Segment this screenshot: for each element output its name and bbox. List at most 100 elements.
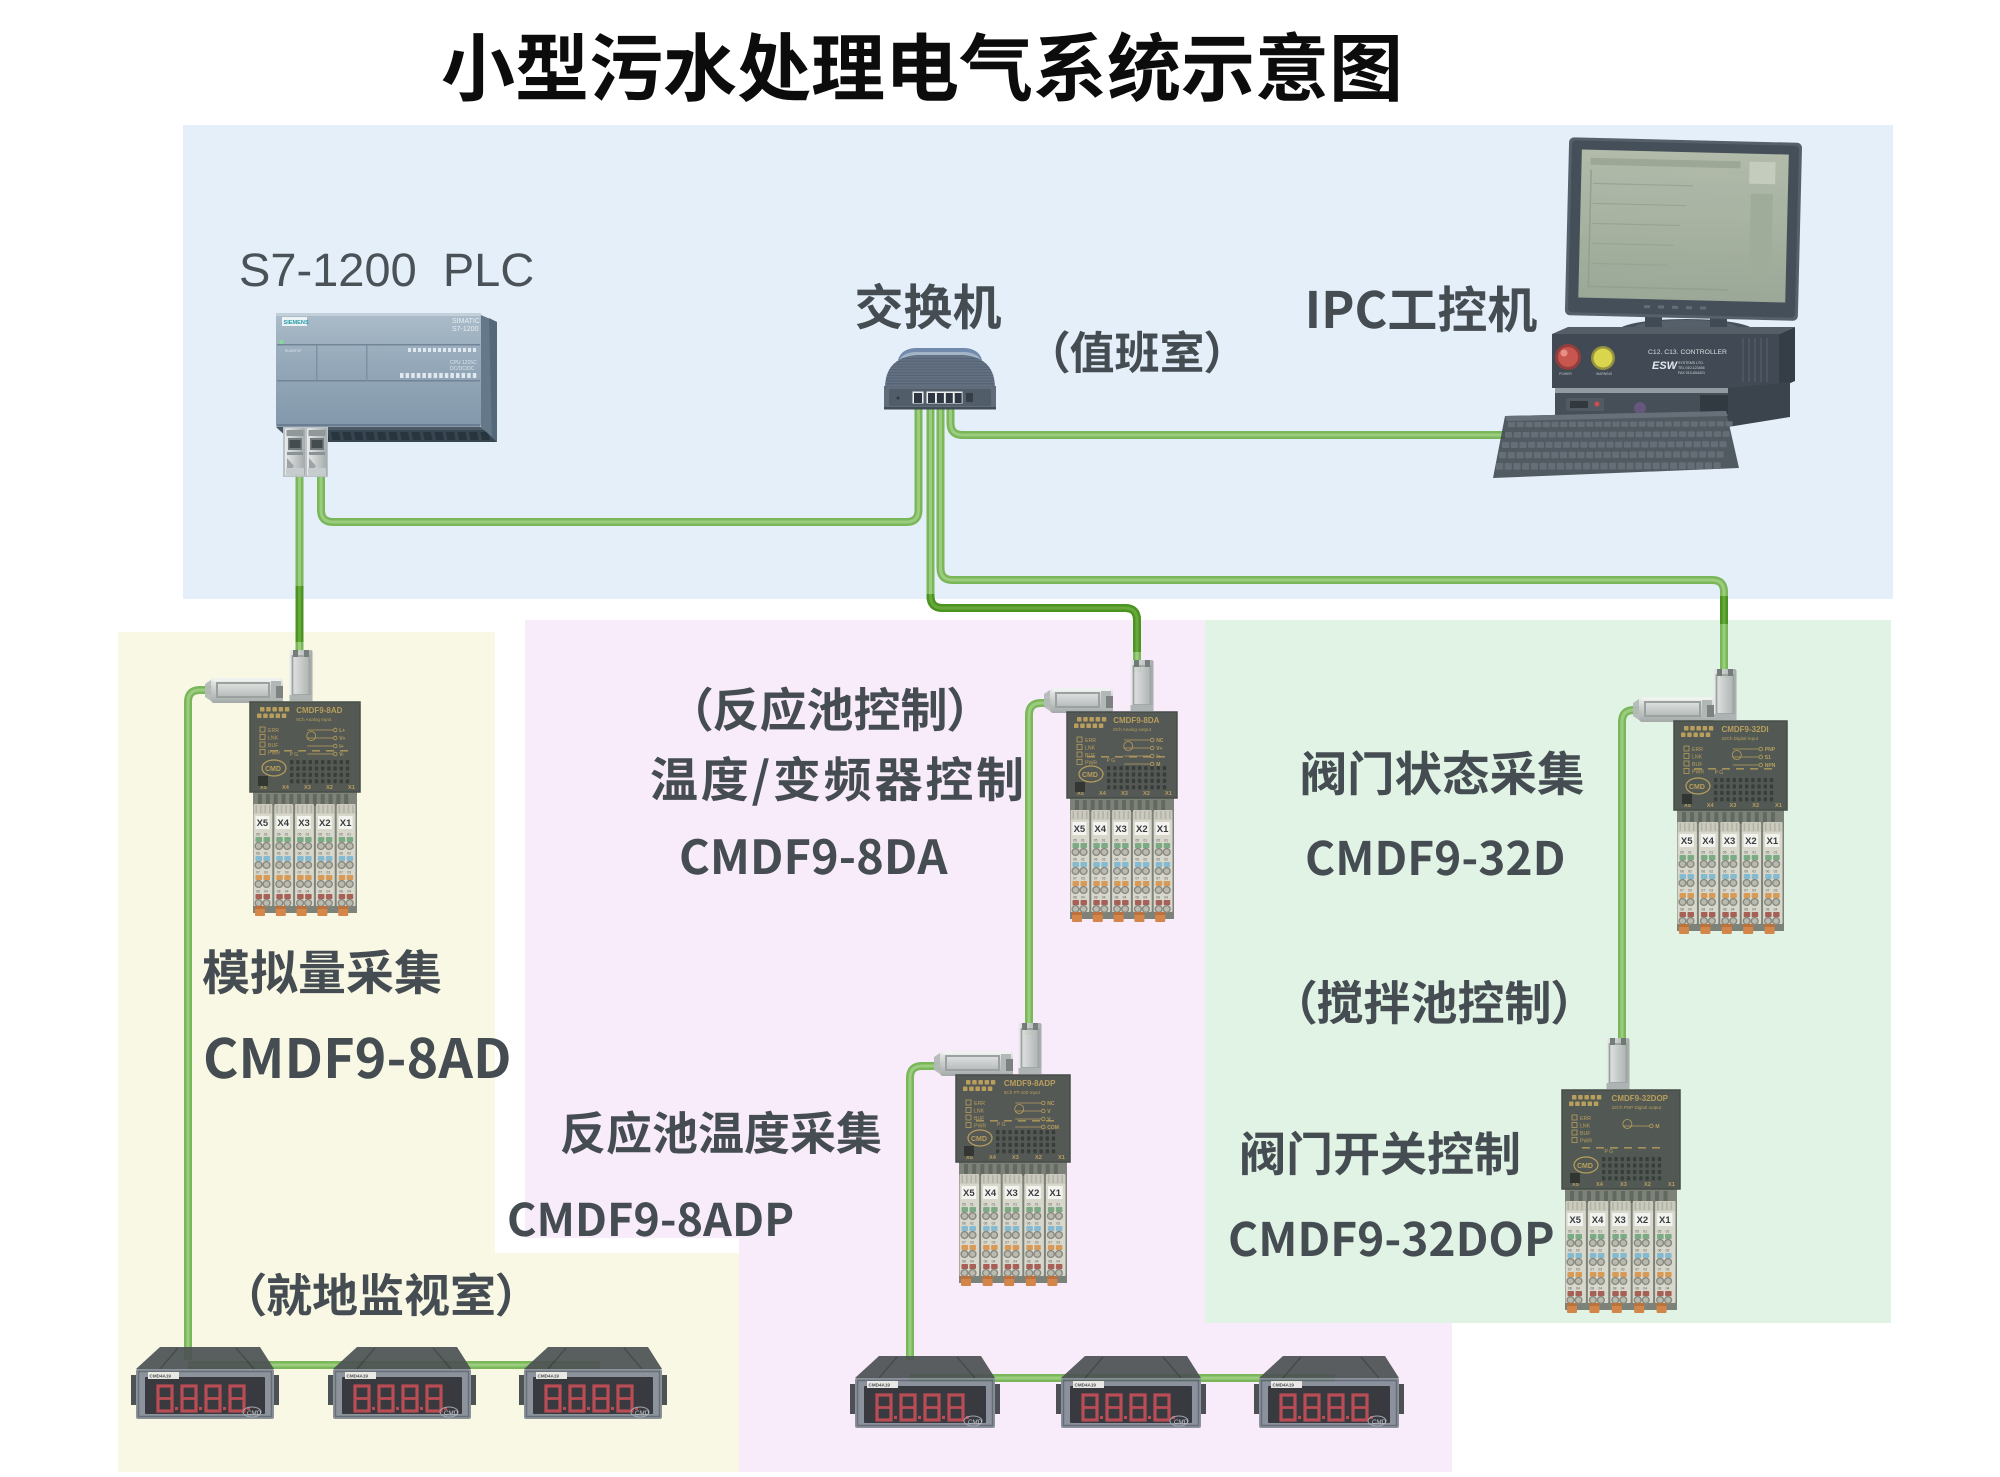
svg-text:ESW: ESW	[1652, 360, 1679, 372]
svg-text:08: 08	[1027, 1260, 1031, 1264]
svg-text:03: 03	[1164, 877, 1168, 881]
svg-text:04: 04	[1621, 1287, 1625, 1291]
svg-text:01: 01	[992, 1203, 996, 1207]
svg-text:07: 07	[1027, 1241, 1031, 1245]
svg-text:06: 06	[1680, 870, 1684, 874]
svg-text:07: 07	[1156, 877, 1160, 881]
svg-text:08: 08	[1135, 896, 1139, 900]
svg-text:04: 04	[1081, 896, 1085, 900]
svg-text:X5: X5	[966, 1155, 973, 1161]
svg-text:CMD: CMD	[1689, 784, 1705, 791]
svg-text:ERR: ERR	[1085, 738, 1096, 744]
svg-text:05: 05	[962, 1203, 966, 1207]
svg-text:CMD: CMD	[1082, 772, 1098, 779]
svg-text:05: 05	[1027, 1203, 1031, 1207]
svg-text:05: 05	[318, 833, 322, 837]
svg-text:I+: I+	[339, 744, 343, 750]
svg-text:CMD: CMD	[265, 766, 281, 773]
svg-text:02: 02	[326, 852, 330, 856]
svg-text:06: 06	[1635, 1249, 1639, 1253]
svg-text:05: 05	[1568, 1230, 1572, 1234]
svg-text:07: 07	[318, 871, 322, 875]
svg-text:PWR: PWR	[268, 751, 280, 757]
svg-text:LNK: LNK	[974, 1109, 985, 1115]
svg-text:02: 02	[1143, 858, 1147, 862]
svg-text:02: 02	[1774, 870, 1778, 874]
svg-text:03: 03	[1056, 1241, 1060, 1245]
svg-text:04: 04	[1688, 908, 1692, 912]
svg-text:01: 01	[970, 1203, 974, 1207]
svg-text:X5: X5	[257, 818, 269, 829]
svg-text:07: 07	[1590, 1268, 1594, 1272]
svg-text:07: 07	[1723, 889, 1727, 893]
svg-text:BUF: BUF	[1580, 1131, 1590, 1137]
svg-text:X3: X3	[1121, 791, 1128, 797]
svg-text:V+: V+	[1156, 746, 1162, 752]
svg-text:06: 06	[1658, 1249, 1662, 1253]
svg-text:01: 01	[1123, 839, 1127, 843]
svg-text:01: 01	[1774, 851, 1778, 855]
svg-text:04: 04	[1709, 908, 1713, 912]
svg-text:X1: X1	[1058, 1155, 1065, 1161]
svg-text:X1: X1	[1157, 824, 1169, 835]
svg-text:02: 02	[306, 852, 310, 856]
svg-text:04: 04	[1666, 1287, 1670, 1291]
svg-text:07: 07	[962, 1241, 966, 1245]
svg-text:SIMATIC: SIMATIC	[452, 318, 480, 325]
svg-text:X3: X3	[1724, 836, 1736, 847]
svg-text:08: 08	[1005, 1260, 1009, 1264]
svg-text:04: 04	[1752, 908, 1756, 912]
svg-text:08: 08	[318, 890, 322, 894]
svg-text:PWR: PWR	[1085, 761, 1097, 767]
svg-text:01: 01	[1621, 1230, 1625, 1234]
svg-text:04: 04	[1731, 908, 1735, 912]
svg-text:05: 05	[277, 833, 281, 837]
svg-text:P G: P G	[1107, 758, 1116, 764]
svg-text:04: 04	[992, 1260, 996, 1264]
svg-text:X2: X2	[319, 818, 331, 829]
svg-text:08: 08	[984, 1260, 988, 1264]
svg-text:FAX 010-654321: FAX 010-654321	[1678, 371, 1705, 375]
svg-text:06: 06	[1005, 1222, 1009, 1226]
svg-text:32Ch PNP Digital output: 32Ch PNP Digital output	[1612, 1105, 1662, 1110]
svg-text:X5: X5	[1572, 1182, 1579, 1188]
svg-text:X5: X5	[1077, 791, 1084, 797]
svg-text:02: 02	[1688, 870, 1692, 874]
svg-text:07: 07	[1701, 889, 1705, 893]
svg-text:01: 01	[1731, 851, 1735, 855]
svg-text:X2: X2	[1745, 836, 1757, 847]
svg-text:07: 07	[339, 871, 343, 875]
svg-text:X2: X2	[1752, 803, 1759, 809]
svg-text:03: 03	[347, 871, 351, 875]
svg-text:04: 04	[1774, 908, 1778, 912]
svg-text:08: 08	[1590, 1287, 1594, 1291]
svg-text:M: M	[1156, 762, 1160, 768]
svg-text:06: 06	[1723, 870, 1727, 874]
svg-text:ERR: ERR	[1580, 1116, 1591, 1122]
svg-text:08: 08	[1723, 908, 1727, 912]
svg-text:05: 05	[984, 1203, 988, 1207]
svg-text:02: 02	[1598, 1249, 1602, 1253]
svg-text:COM: COM	[1047, 1125, 1059, 1131]
svg-text:05: 05	[256, 833, 260, 837]
svg-text:04: 04	[306, 890, 310, 894]
svg-text:01: 01	[1056, 1203, 1060, 1207]
svg-text:06: 06	[984, 1222, 988, 1226]
svg-text:CMDF9-32DI: CMDF9-32DI	[1721, 725, 1768, 734]
svg-text:C12. C13. CONTROLLER: C12. C13. CONTROLLER	[1648, 349, 1727, 356]
svg-text:LNK: LNK	[1580, 1124, 1591, 1130]
svg-text:PWR: PWR	[974, 1124, 986, 1130]
svg-text:01: 01	[1643, 1230, 1647, 1234]
svg-text:02: 02	[1164, 858, 1168, 862]
svg-text:CMD: CMD	[1577, 1163, 1593, 1170]
svg-text:01: 01	[1688, 851, 1692, 855]
svg-text:02: 02	[1731, 870, 1735, 874]
svg-text:06: 06	[962, 1222, 966, 1226]
svg-text:ERR: ERR	[268, 728, 279, 734]
svg-text:03: 03	[1035, 1241, 1039, 1245]
svg-text:X5: X5	[1681, 836, 1693, 847]
svg-text:03: 03	[1774, 889, 1778, 893]
svg-text:08: 08	[1073, 896, 1077, 900]
svg-text:03: 03	[1752, 889, 1756, 893]
svg-text:08: 08	[1115, 896, 1119, 900]
